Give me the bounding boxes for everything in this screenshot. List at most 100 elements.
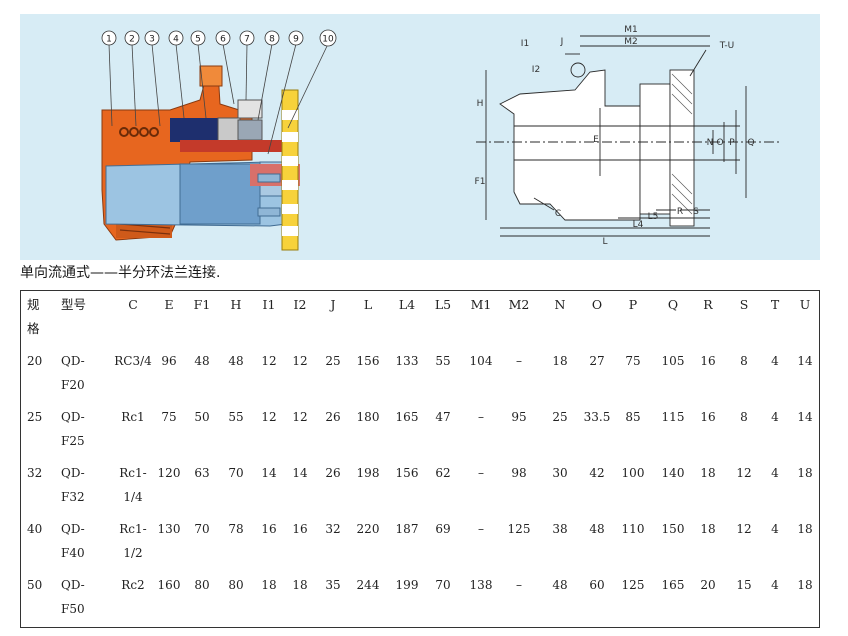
cell-t: 4 [771, 466, 779, 480]
cell-f1: 48 [194, 354, 210, 368]
header-o: O [591, 297, 603, 312]
header-f1: F1 [193, 297, 211, 312]
cell-l: 244 [356, 578, 380, 592]
cell-o: 33.5 [583, 410, 611, 424]
label-q: Q [747, 138, 754, 148]
cell-f1: 50 [194, 410, 210, 424]
cell-model: QD-F32 [61, 466, 85, 504]
cell-l: 180 [356, 410, 380, 424]
cell-m2: 98 [511, 466, 527, 480]
cell-s: 15 [736, 578, 752, 592]
label-h: H [477, 99, 484, 109]
label-p: P [729, 138, 735, 148]
cell-e: 75 [161, 410, 177, 424]
part-label-6: 6 [215, 30, 231, 46]
part-label-10: 10 [319, 29, 337, 47]
cell-c: Rc1 [121, 410, 145, 424]
header-m2: M2 [508, 297, 530, 312]
part-number-labels: 1 2 3 4 5 6 7 8 9 10 [101, 29, 337, 47]
cell-m2: – [516, 354, 522, 368]
cell-p: 125 [621, 578, 645, 592]
part-label-4: 4 [168, 30, 184, 46]
cell-t: 4 [771, 522, 779, 536]
cell-s: 8 [740, 354, 748, 368]
cell-n: 25 [552, 410, 568, 424]
header-l5: L5 [434, 297, 452, 312]
cell-l4: 165 [395, 410, 419, 424]
cell-c: Rc2 [121, 578, 145, 592]
cell-r: 18 [700, 522, 716, 536]
cell-model: QD-F20 [61, 354, 85, 392]
cell-i1: 18 [261, 578, 277, 592]
cell-o: 27 [589, 354, 605, 368]
cell-t: 4 [771, 578, 779, 592]
cell-l: 220 [356, 522, 380, 536]
svg-text:1: 1 [106, 35, 112, 45]
cell-j: 26 [325, 410, 341, 424]
cell-i2: 12 [292, 354, 308, 368]
cell-u: 18 [797, 466, 813, 480]
cell-l5: 70 [435, 578, 451, 592]
drawing-canvas: 1 2 3 4 5 6 7 8 9 10 [101, 25, 780, 251]
header-p: P [628, 297, 638, 312]
header-j: J [330, 297, 336, 312]
header-size: 规格 [27, 297, 40, 336]
cell-i1: 14 [261, 466, 277, 480]
cell-j: 32 [325, 522, 341, 536]
cell-m2: 125 [507, 522, 531, 536]
part-label-3: 3 [144, 30, 160, 46]
cell-p: 85 [625, 410, 641, 424]
cell-j: 35 [325, 578, 341, 592]
cell-e: 160 [157, 578, 181, 592]
svg-text:7: 7 [244, 35, 250, 45]
cell-p: 110 [621, 522, 645, 536]
cell-c: RC3/4 [114, 354, 152, 368]
cell-i2: 14 [292, 466, 308, 480]
dimension-drawing [476, 35, 780, 237]
cell-r: 16 [700, 410, 716, 424]
svg-text:3: 3 [149, 35, 155, 45]
cell-i2: 18 [292, 578, 308, 592]
cell-f1: 70 [194, 522, 210, 536]
svg-text:6: 6 [220, 35, 226, 45]
header-n: N [554, 297, 566, 312]
header-u: U [799, 297, 811, 312]
cell-o: 48 [589, 522, 605, 536]
header-i2: I2 [293, 297, 307, 312]
flange [281, 89, 299, 251]
header-s: S [739, 297, 749, 312]
cell-u: 18 [797, 522, 813, 536]
cell-m1: – [478, 522, 484, 536]
label-l: L [602, 237, 607, 247]
cell-m1: 138 [469, 578, 493, 592]
cell-q: 115 [661, 410, 685, 424]
cell-r: 16 [700, 354, 716, 368]
header-e: E [164, 297, 174, 312]
label-n: N [707, 138, 714, 148]
cell-i1: 12 [261, 410, 277, 424]
cell-l5: 55 [435, 354, 451, 368]
cell-s: 12 [736, 466, 752, 480]
cell-h: 48 [228, 354, 244, 368]
label-e: E [593, 135, 599, 145]
label-i2: I2 [532, 65, 540, 75]
cell-u: 14 [797, 410, 813, 424]
cell-size: 25 [27, 410, 43, 424]
svg-text:4: 4 [173, 35, 179, 45]
cell-p: 75 [625, 354, 641, 368]
cell-m2: 95 [511, 410, 527, 424]
header-model: 型号 [61, 297, 87, 312]
cell-m1: – [478, 466, 484, 480]
label-f1: F1 [475, 177, 486, 187]
cell-j: 25 [325, 354, 341, 368]
cell-size: 50 [27, 578, 43, 592]
drawing-caption: 单向流通式——半分环法兰连接. [20, 265, 221, 281]
svg-text:8: 8 [269, 35, 275, 45]
svg-text:2: 2 [129, 35, 135, 45]
cell-i2: 12 [292, 410, 308, 424]
cell-model: QD-F40 [61, 522, 85, 560]
part-label-7: 7 [239, 30, 255, 46]
svg-text:5: 5 [195, 35, 201, 45]
cell-f1: 80 [194, 578, 210, 592]
